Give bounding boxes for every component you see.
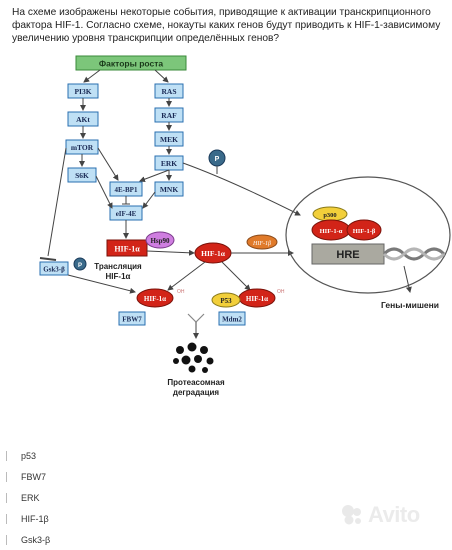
p300-label: p300 bbox=[323, 212, 336, 219]
answer-options: p53 FBW7 ERK HIF-1β Gsk3-β bbox=[6, 445, 206, 550]
oh-left-label: OH bbox=[177, 289, 185, 295]
hif1a-nucleus-label: HIF-1-α bbox=[320, 228, 343, 235]
nucleus-outline bbox=[285, 176, 451, 294]
gsk3b-phosphate-icon bbox=[73, 257, 87, 271]
erk-label: ERK bbox=[161, 159, 177, 168]
avito-logo-icon bbox=[342, 505, 361, 525]
phosphate-label: P bbox=[215, 156, 220, 163]
hif1b-small-node bbox=[246, 234, 278, 250]
mdm2-node bbox=[218, 311, 246, 326]
fbw7-label: FBW7 bbox=[122, 316, 142, 324]
pi3k-label: PI3K bbox=[74, 87, 91, 96]
option-label: p53 bbox=[21, 450, 37, 461]
gsk3b-node bbox=[39, 261, 69, 276]
ras-label: RAS bbox=[161, 87, 176, 96]
growth-factors-box bbox=[75, 55, 187, 71]
hif1a-translation-label: HIF-1α bbox=[114, 245, 140, 254]
checkbox[interactable] bbox=[6, 471, 15, 482]
option-p53[interactable]: p53 bbox=[6, 445, 206, 466]
fbw7-node bbox=[118, 311, 146, 326]
option-label: HIF-1β bbox=[21, 513, 49, 524]
hif1a-left-node bbox=[136, 288, 174, 308]
dna-helix-icon bbox=[382, 247, 446, 261]
gsk3b-phosphate-label: P bbox=[78, 263, 82, 269]
oh-right-label: OH bbox=[277, 289, 285, 295]
hif1a-translation-node bbox=[106, 239, 148, 257]
question-text: На схеме изображены некоторые события, п… bbox=[12, 7, 441, 44]
avito-watermark-text: Avito bbox=[368, 502, 420, 527]
option-label: FBW7 bbox=[21, 471, 47, 482]
s6k-label: S6K bbox=[75, 171, 89, 180]
eif4e-label: eIF-4E bbox=[116, 210, 137, 218]
mnk-node bbox=[154, 181, 184, 197]
hsp90-label: Hsp90 bbox=[150, 237, 170, 245]
mek-label: MEK bbox=[160, 135, 178, 144]
mnk-label: MNK bbox=[160, 185, 178, 194]
checkbox[interactable] bbox=[6, 450, 15, 461]
avito-watermark: Avito bbox=[340, 502, 440, 528]
option-label: ERK bbox=[21, 492, 40, 503]
option-fbw7[interactable]: FBW7 bbox=[6, 466, 206, 487]
mdm2-label: Mdm2 bbox=[222, 316, 242, 324]
gsk3b-label: Gsk3-β bbox=[43, 266, 65, 274]
growth-factors-label: Факторы роста bbox=[99, 59, 163, 69]
hif1b-nucleus-node bbox=[346, 219, 382, 241]
mtor-label: mTOR bbox=[71, 143, 94, 152]
proteasome-degradation-icon bbox=[173, 342, 214, 373]
s6k-node bbox=[67, 167, 97, 183]
target-genes-label: Гены-мишени bbox=[381, 300, 439, 310]
hif1b-small-label: HIF-1β bbox=[252, 241, 271, 247]
4ebp1-label: 4E-BP1 bbox=[115, 186, 138, 194]
p53-node bbox=[211, 292, 241, 308]
hif1b-nucleus-label: HIF-1-β bbox=[353, 228, 376, 235]
hsp90-node bbox=[145, 231, 175, 249]
hif1a-right-label: HIF-1α bbox=[246, 295, 268, 303]
option-hif1b[interactable]: HIF-1β bbox=[6, 508, 206, 529]
hif1a-left-label: HIF-1α bbox=[144, 295, 166, 303]
hre-label: HRE bbox=[336, 249, 359, 261]
raf-label: RAF bbox=[161, 111, 177, 120]
checkbox[interactable] bbox=[6, 492, 15, 503]
p53-label: P53 bbox=[220, 297, 232, 305]
option-erk[interactable]: ERK bbox=[6, 487, 206, 508]
hif1a-center-label: HIF-1α bbox=[201, 249, 226, 258]
hif1-pathway-diagram: Факторы роста PI3K AKt mTOR S6K RAS RAF … bbox=[39, 55, 451, 397]
checkbox[interactable] bbox=[6, 513, 15, 524]
akt-label: AKt bbox=[76, 115, 90, 124]
